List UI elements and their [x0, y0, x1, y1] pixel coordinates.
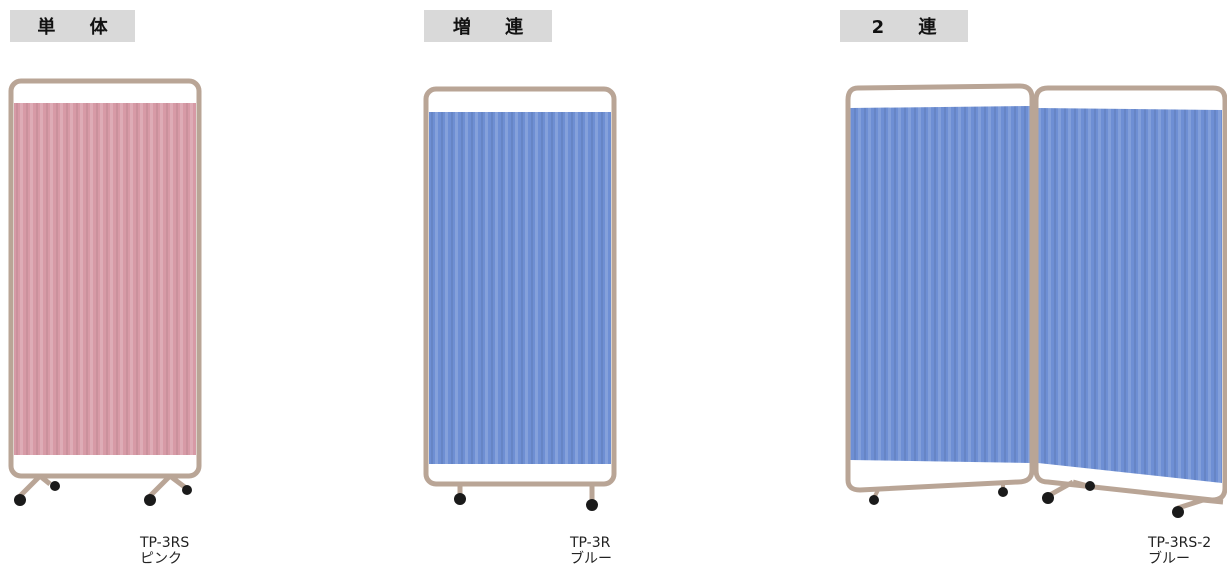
model-number: TP-3RS-2 — [1148, 535, 1212, 551]
product-caption-single: TP-3RS ピンク — [140, 535, 189, 567]
section-label-double: 2 連 — [840, 10, 968, 42]
product-caption-double: TP-3RS-2 ブルー — [1148, 535, 1211, 567]
screen-image-double-blue — [845, 83, 1227, 518]
curtain-fabric-left — [850, 106, 1030, 463]
color-name: ブルー — [1148, 551, 1190, 567]
screen-image-additional-blue — [423, 86, 617, 511]
model-number: TP-3R — [570, 535, 611, 551]
curtain-fabric — [14, 103, 196, 455]
model-number: TP-3RS — [140, 535, 190, 551]
curtain-fabric-right — [1038, 108, 1222, 483]
curtain-fabric — [429, 112, 611, 464]
section-label-additional: 増 連 — [424, 10, 552, 42]
section-label-single: 単 体 — [10, 10, 135, 42]
product-caption-additional: TP-3R ブルー — [570, 535, 612, 567]
color-name: ピンク — [140, 551, 182, 567]
screen-image-single-pink — [8, 78, 202, 506]
color-name: ブルー — [570, 551, 612, 567]
